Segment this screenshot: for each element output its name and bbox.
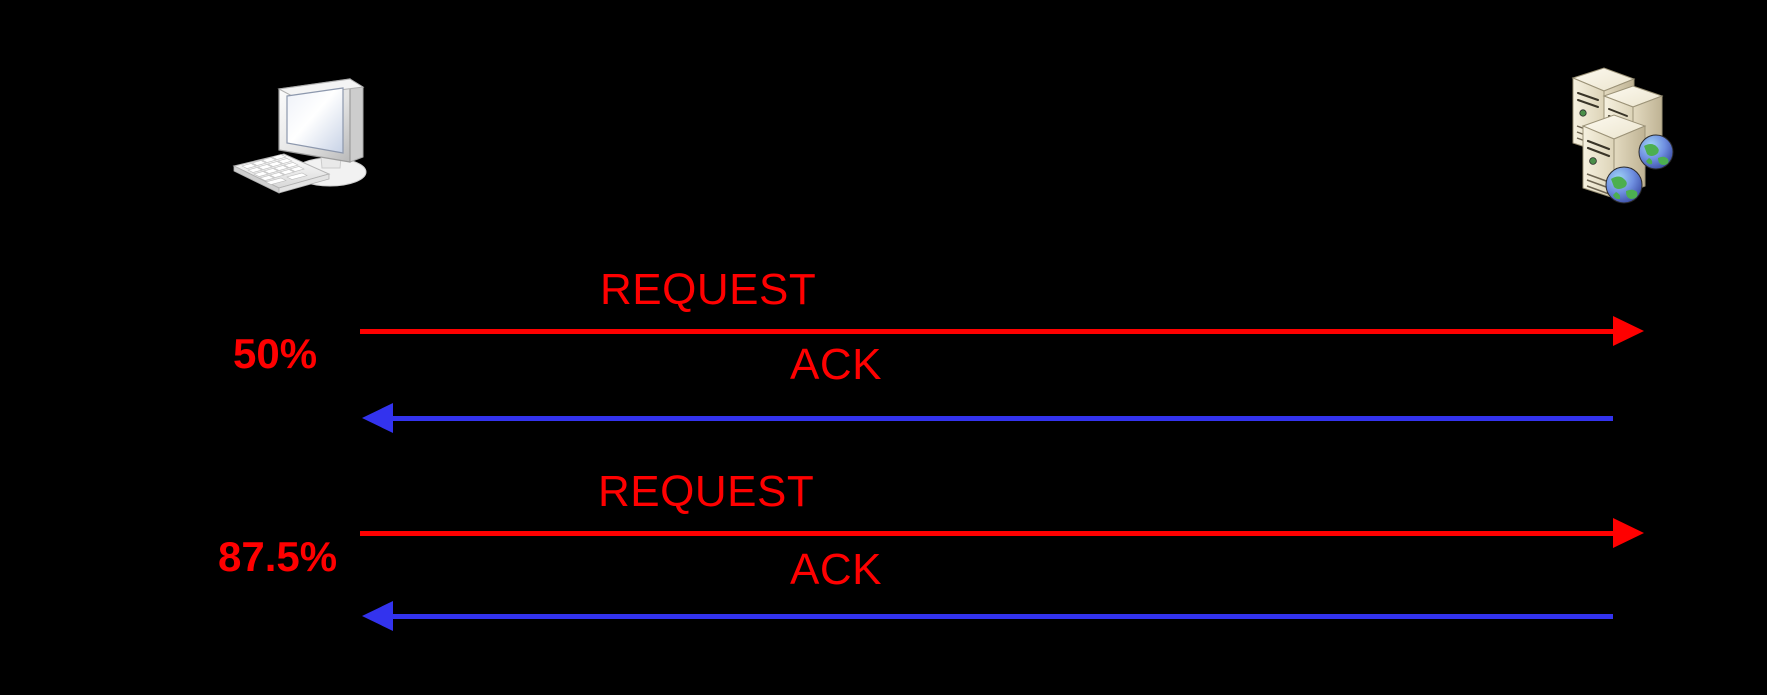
arrowhead-left-ack-2 <box>362 601 393 631</box>
web-server-farm-icon <box>1538 48 1708 208</box>
message-label-request-1: REQUEST <box>600 265 817 314</box>
arrowhead-right-request-1 <box>1613 316 1644 346</box>
message-label-request-2: REQUEST <box>598 467 815 516</box>
message-label-ack-2: ACK <box>790 545 882 594</box>
message-line-ack-1 <box>393 416 1613 421</box>
desktop-computer-icon <box>232 62 392 202</box>
percent-label-2: 87.5% <box>218 533 338 580</box>
globe-icon-upper <box>1638 134 1674 170</box>
message-line-ack-2 <box>393 614 1613 619</box>
globe-icon-lower <box>1605 166 1643 204</box>
arrowhead-right-request-2 <box>1613 518 1644 548</box>
message-line-request-2 <box>360 531 1613 536</box>
percent-label-1: 50% <box>233 330 318 377</box>
message-label-ack-1: ACK <box>790 340 882 389</box>
arrowhead-left-ack-1 <box>362 403 393 433</box>
message-line-request-1 <box>360 329 1613 334</box>
